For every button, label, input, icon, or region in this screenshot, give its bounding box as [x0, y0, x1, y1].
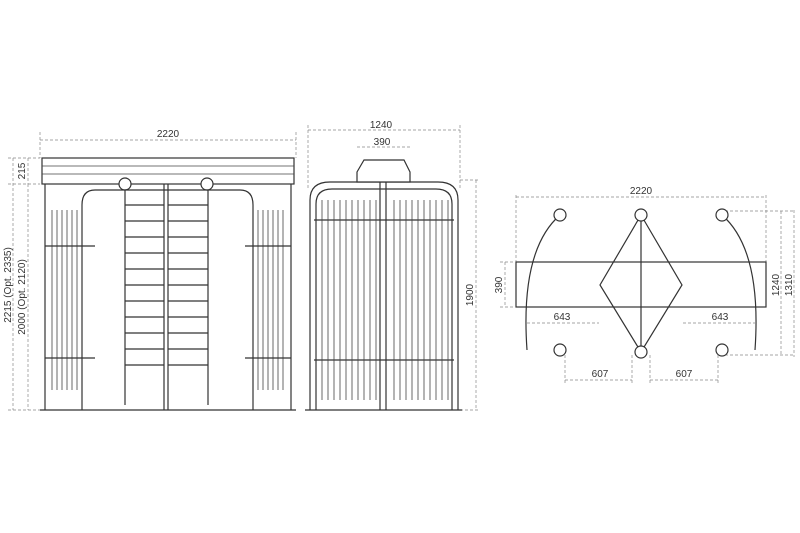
side-height-label: 1900 [465, 283, 476, 306]
beam-depth-label: 390 [494, 276, 505, 293]
head-width-label: 390 [374, 137, 391, 148]
offset-right-label: 607 [676, 369, 693, 380]
rotor-head [356, 159, 411, 183]
top-view: 2220 390 1240 1310 643 643 607 607 [494, 186, 795, 385]
top-height-label: 215 [17, 162, 28, 179]
outer-depth-label: 1310 [784, 273, 795, 296]
passage-height-label: 2000 (Opt. 2120) [17, 259, 28, 335]
top-width-label: 2220 [630, 186, 653, 197]
side-width-label: 1240 [370, 120, 393, 131]
front-width-label: 2220 [157, 129, 180, 140]
top-canopy [41, 157, 295, 185]
total-height-label: 2215 (Opt. 2335) [3, 247, 14, 323]
arm-right-label: 643 [712, 312, 729, 323]
arm-left-label: 643 [554, 312, 571, 323]
offset-left-label: 607 [592, 369, 609, 380]
front-view: 2220 215 2215 (Opt. 2335) 2000 (Opt. 212… [3, 129, 297, 411]
depth-label: 1240 [771, 273, 782, 296]
side-view: 1240 390 1900 [305, 120, 480, 411]
